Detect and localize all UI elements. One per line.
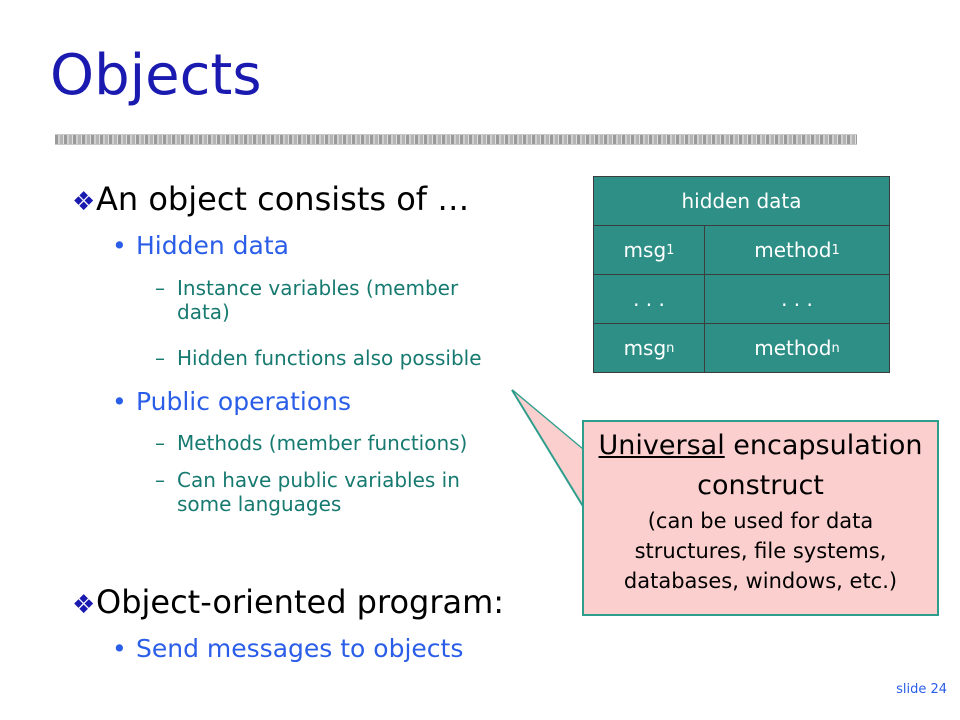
item-line: Methods (member functions) (177, 431, 468, 455)
bullet-text: Object-oriented program: (96, 583, 505, 621)
callout-line1: Universal encapsulation (598, 430, 923, 461)
dash-icon: – (155, 276, 165, 300)
item-line-cont: data) (177, 300, 230, 324)
callout-note3: databases, windows, etc.) (623, 569, 898, 593)
item-public-variables: –Can have public variables in some langu… (155, 468, 460, 516)
bullet-dot-icon: • (112, 231, 127, 260)
sub-bullet-text: Hidden data (136, 231, 289, 260)
item-methods: –Methods (member functions) (155, 431, 467, 455)
sub-bullet-send-messages: • Send messages to objects (112, 636, 463, 661)
item-instance-variables: –Instance variables (member data) (155, 276, 458, 324)
sub-bullet-public-operations: • Public operations (112, 389, 351, 414)
bullet-marker-icon: ❖ (72, 590, 96, 620)
callout-encapsulation: Universal encapsulation construct (can b… (582, 420, 939, 616)
sub-bullet-text: Send messages to objects (136, 634, 464, 663)
item-line: Can have public variables in (177, 468, 460, 492)
slide-title: Objects (50, 43, 262, 108)
item-line: Instance variables (member (177, 276, 459, 300)
bullet-oo-program: ❖Object-oriented program: (72, 586, 504, 618)
message-cell: . . . (594, 275, 705, 323)
dash-icon: – (155, 431, 165, 455)
bullet-dot-icon: • (112, 634, 127, 663)
title-divider (55, 134, 857, 145)
item-hidden-functions: –Hidden functions also possible (155, 346, 482, 370)
callout-line2: construct (697, 470, 824, 501)
slide-number: slide 24 (896, 682, 947, 697)
item-line-cont: some languages (177, 492, 342, 516)
sub-bullet-text: Public operations (136, 387, 351, 416)
bullet-object-consists: ❖An object consists of … (72, 183, 469, 215)
item-line: Hidden functions also possible (177, 346, 482, 370)
bullet-marker-icon: ❖ (72, 187, 96, 217)
dash-icon: – (155, 468, 165, 492)
dash-icon: – (155, 346, 165, 370)
method-cell: . . . (781, 287, 813, 311)
callout-note2: structures, file systems, (634, 539, 887, 563)
bullet-dot-icon: • (112, 387, 127, 416)
hidden-data-row: hidden data (594, 177, 889, 225)
callout-note1: (can be used for data (647, 509, 874, 533)
sub-bullet-hidden-data: • Hidden data (112, 233, 289, 258)
ellipsis-row: . . . . . . (594, 274, 889, 323)
bullet-text: An object consists of … (96, 180, 470, 218)
hidden-data-cell: hidden data (681, 189, 802, 213)
